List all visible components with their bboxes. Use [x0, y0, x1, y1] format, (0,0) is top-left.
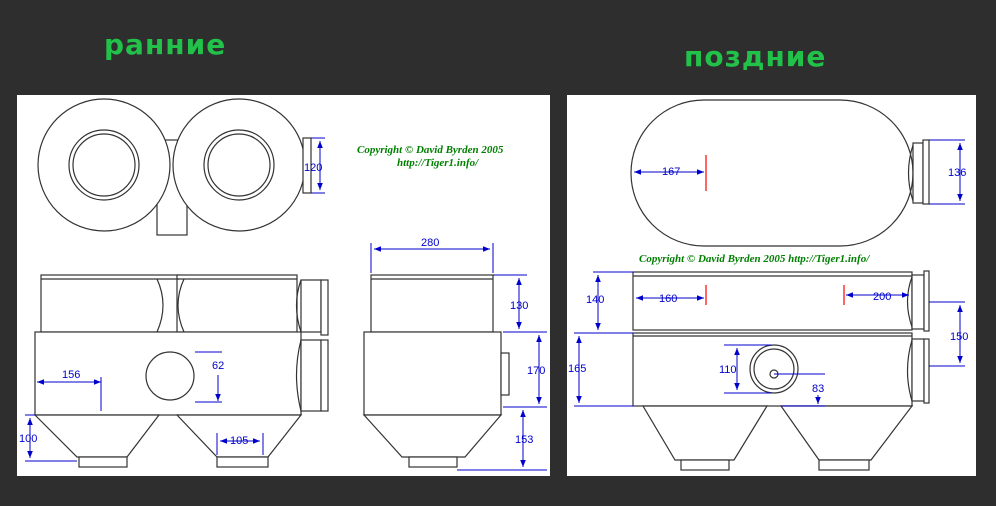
dim-label-110: 110 [719, 364, 737, 376]
dim-label-165: 165 [568, 363, 586, 375]
dim-165: 165 [568, 332, 633, 407]
dim-280: 280 [370, 237, 494, 273]
dim-153: 153 [457, 410, 547, 471]
early-top-view [37, 98, 312, 236]
dim-160: 160 [636, 293, 704, 305]
dim-label-105: 105 [230, 435, 248, 447]
early-side-view [362, 274, 510, 468]
dim-label-136: 136 [948, 167, 966, 179]
dim-label-83: 83 [812, 383, 824, 395]
dim-150: 150 [929, 301, 968, 367]
dim-label-140: 140 [586, 294, 604, 306]
dim-105: 105 [216, 433, 264, 455]
dim-110: 110 [719, 344, 772, 394]
dim-130: 130 [493, 274, 528, 333]
dim-100: 100 [19, 414, 77, 462]
dim-83: 83 [774, 373, 825, 407]
dim-label-200: 200 [873, 291, 891, 303]
early-drawing: 120 Copyright © David Byrden 2005 http:/… [19, 98, 547, 471]
heading-late: поздние [684, 40, 827, 73]
copyright-left-line2: http://Tiger1.info/ [397, 157, 479, 169]
dim-label-160: 160 [659, 293, 677, 305]
dim-170: 170 [503, 331, 547, 408]
dim-label-100: 100 [19, 433, 37, 445]
dim-120: 120 [304, 137, 325, 194]
dim-136: 136 [929, 139, 966, 205]
dim-label-62: 62 [212, 360, 224, 372]
late-drawing: 167 136 Copyright © David Byrden 2005 ht… [568, 99, 968, 471]
early-drawing-panel: 120 Copyright © David Byrden 2005 http:/… [17, 95, 550, 476]
dim-167: 167 [634, 166, 704, 178]
dim-label-153: 153 [515, 434, 533, 446]
dim-label-120: 120 [304, 162, 322, 174]
dim-label-150: 150 [950, 331, 968, 343]
dim-label-156: 156 [62, 369, 80, 381]
heading-early: ранние [104, 28, 227, 61]
dim-label-280: 280 [421, 237, 439, 249]
late-drawing-panel: 167 136 Copyright © David Byrden 2005 ht… [567, 95, 976, 476]
dim-156: 156 [37, 369, 102, 411]
copyright-right: Copyright © David Byrden 2005 http://Tig… [639, 253, 870, 265]
copyright-left-line1: Copyright © David Byrden 2005 [357, 144, 504, 156]
early-front-view [33, 274, 329, 468]
dim-62: 62 [195, 351, 224, 403]
dim-label-167: 167 [662, 166, 680, 178]
late-front-view [632, 270, 930, 471]
dim-label-170: 170 [527, 365, 545, 377]
late-top-view [630, 99, 930, 247]
dim-label-130: 130 [510, 300, 528, 312]
dim-140: 140 [586, 271, 633, 334]
dim-200: 200 [846, 291, 909, 303]
